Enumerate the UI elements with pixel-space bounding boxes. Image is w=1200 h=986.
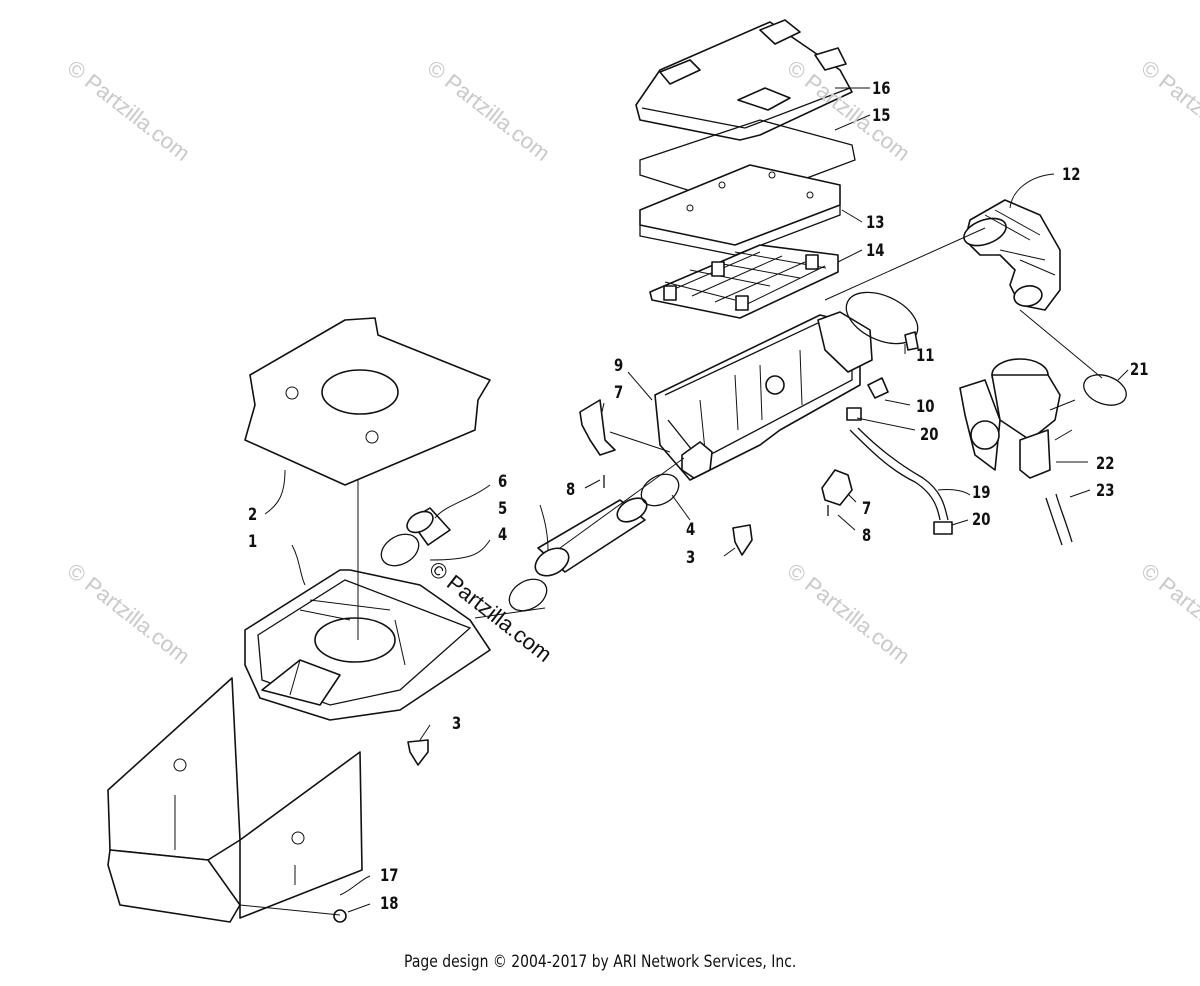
bracket-upper bbox=[579, 399, 616, 456]
coupler-clamp bbox=[380, 533, 420, 567]
callout-16: 16 bbox=[872, 79, 891, 99]
callout-20: 20 bbox=[920, 425, 939, 445]
cover-gasket bbox=[639, 119, 856, 206]
callout-17: 17 bbox=[380, 866, 399, 886]
bracket-lower bbox=[821, 469, 853, 506]
callout-20: 20 bbox=[972, 510, 991, 530]
intake-boot bbox=[963, 199, 1061, 311]
air-box-plate bbox=[244, 317, 491, 486]
grommet-upper bbox=[732, 524, 753, 556]
tube-clamp-left bbox=[508, 578, 548, 612]
callout-23: 23 bbox=[1096, 481, 1115, 501]
vent-hose bbox=[1045, 497, 1063, 546]
copyright-text: Page design © 2004-2017 by ARI Network S… bbox=[403, 952, 797, 972]
grommet-lower bbox=[407, 739, 429, 766]
air-box-cover bbox=[635, 19, 853, 141]
callout-22: 22 bbox=[1096, 454, 1115, 474]
lower-air-box bbox=[244, 569, 491, 721]
carb-clamp bbox=[1083, 374, 1127, 406]
callout-19: 19 bbox=[972, 483, 991, 503]
callout-9: 9 bbox=[614, 356, 624, 376]
tube-clamp-right bbox=[640, 473, 680, 507]
leader-lines bbox=[239, 87, 1129, 916]
callout-14: 14 bbox=[866, 241, 885, 261]
callout-8: 8 bbox=[862, 526, 872, 546]
coupler bbox=[406, 507, 451, 546]
boot-clamp bbox=[845, 291, 919, 345]
callout-15: 15 bbox=[872, 106, 891, 126]
callout-8: 8 bbox=[566, 480, 576, 500]
callout-5: 5 bbox=[498, 499, 508, 519]
callout-7: 7 bbox=[614, 383, 624, 403]
carburetor bbox=[959, 358, 1076, 479]
callout-10: 10 bbox=[916, 397, 935, 417]
fastener bbox=[333, 909, 347, 923]
callout-2: 2 bbox=[248, 505, 258, 525]
heat-shield bbox=[107, 677, 363, 923]
drain-hose bbox=[849, 429, 941, 521]
intake-tube bbox=[534, 497, 648, 577]
callout-6: 6 bbox=[498, 472, 508, 492]
filter-grid bbox=[649, 244, 839, 319]
callout-3: 3 bbox=[452, 714, 462, 734]
callout-18: 18 bbox=[380, 894, 399, 914]
callout-4: 4 bbox=[498, 525, 508, 545]
air-box-body bbox=[654, 311, 873, 481]
callout-7: 7 bbox=[862, 499, 872, 519]
callout-11: 11 bbox=[916, 346, 935, 366]
callout-21: 21 bbox=[1130, 360, 1149, 380]
callout-1: 1 bbox=[248, 532, 258, 552]
callout-3: 3 bbox=[686, 548, 696, 568]
callout-12: 12 bbox=[1062, 165, 1081, 185]
page-footer: Page design © 2004-2017 by ARI Network S… bbox=[0, 952, 1200, 972]
callout-4: 4 bbox=[686, 520, 696, 540]
air-filter-element bbox=[639, 164, 841, 256]
callout-13: 13 bbox=[866, 213, 885, 233]
